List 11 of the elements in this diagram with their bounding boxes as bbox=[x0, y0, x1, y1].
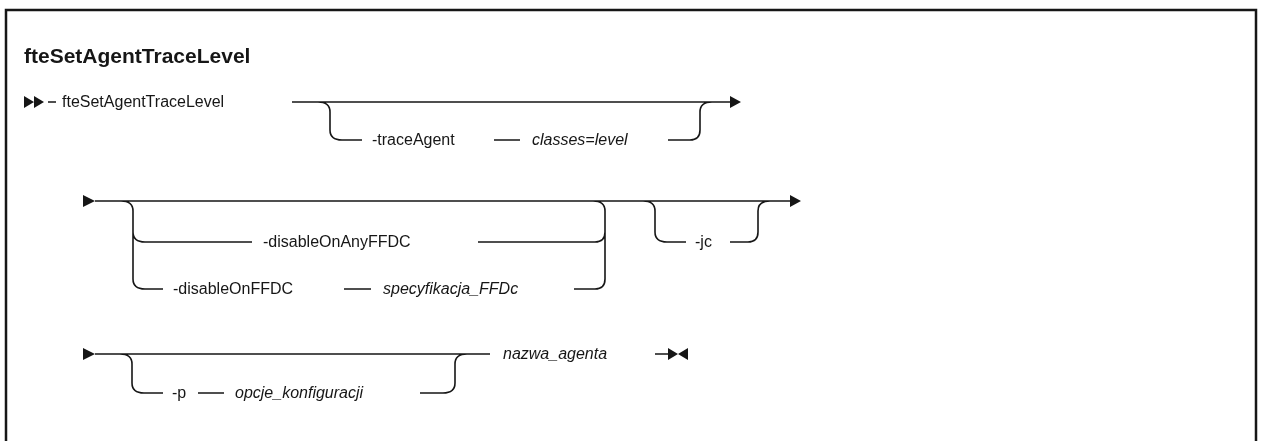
command-name: fteSetAgentTraceLevel bbox=[62, 92, 225, 112]
option-keyword: -p bbox=[172, 383, 187, 403]
variable-name: nazwa_agenta bbox=[503, 344, 608, 364]
option-keyword: -jc bbox=[695, 232, 712, 252]
diagram-title: fteSetAgentTraceLevel bbox=[24, 44, 251, 68]
option-keyword: -disableOnFFDC bbox=[173, 279, 294, 299]
variable-name: classes=level bbox=[532, 130, 628, 150]
option-keyword: -disableOnAnyFFDC bbox=[263, 232, 411, 252]
variable-name: specyfikacja_FFDc bbox=[383, 279, 519, 299]
option-keyword: -traceAgent bbox=[372, 130, 455, 150]
variable-name: opcje_konfiguracji bbox=[235, 383, 364, 403]
